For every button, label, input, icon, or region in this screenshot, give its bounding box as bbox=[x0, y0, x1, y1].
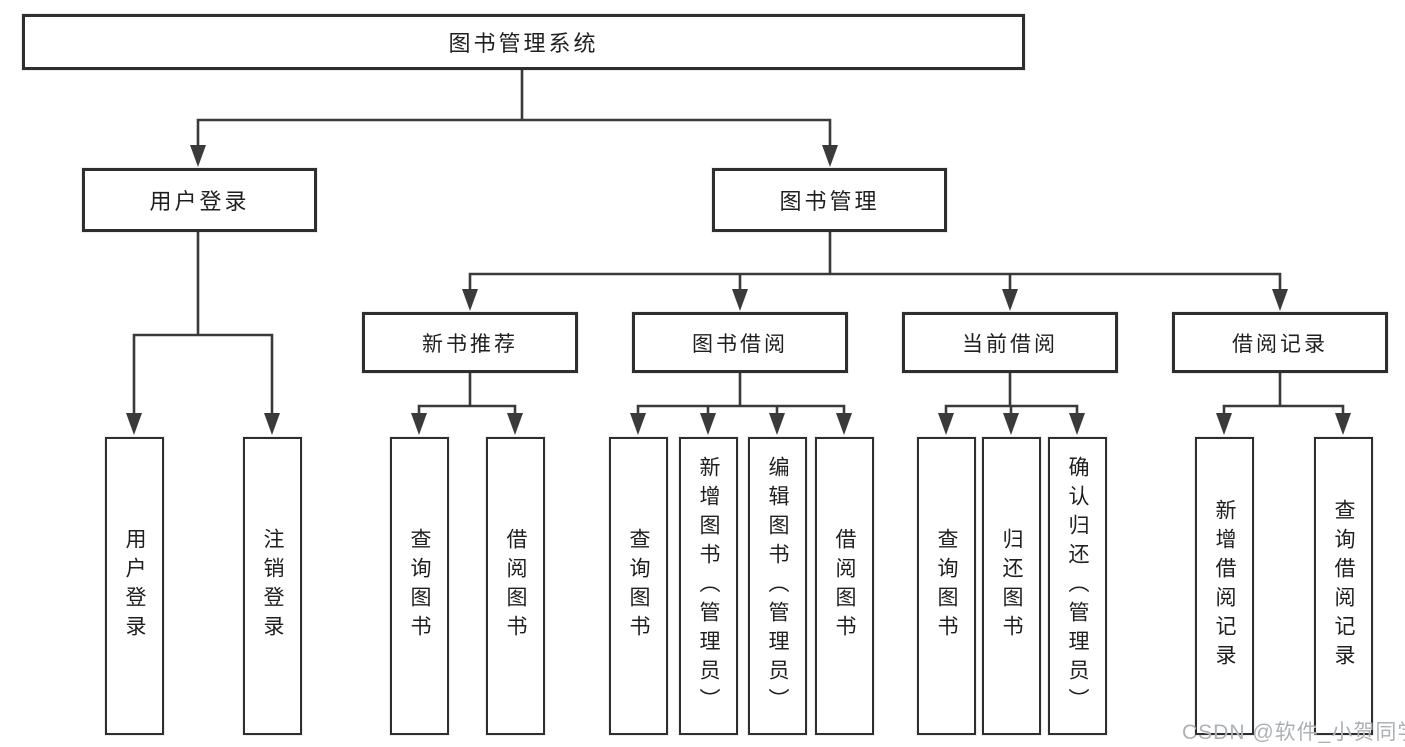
leaf-query-borrow-record: 查询借阅记录 bbox=[1314, 437, 1373, 735]
leaf-logout: 注销登录 bbox=[243, 437, 302, 735]
leaf-query-books-borrow: 查询图书 bbox=[609, 437, 668, 735]
leaf-add-borrow-record: 新增借阅记录 bbox=[1195, 437, 1254, 735]
connector-current-borrow bbox=[944, 371, 1079, 431]
node-current-borrow: 当前借阅 bbox=[902, 312, 1118, 373]
connector-book-borrow bbox=[636, 371, 846, 431]
leaf-edit-book-admin: 编辑图书（管理员） bbox=[748, 437, 807, 735]
connector-new-book-recommend bbox=[417, 371, 517, 431]
leaf-add-book-admin: 新增图书（管理员） bbox=[679, 437, 738, 735]
leaf-borrow-books-recommend: 借阅图书 bbox=[486, 437, 545, 735]
leaf-user-login: 用户登录 bbox=[105, 437, 164, 735]
leaf-return-book: 归还图书 bbox=[982, 437, 1041, 735]
connector-borrow-records bbox=[1222, 371, 1345, 431]
connector-user-login bbox=[132, 230, 274, 431]
node-root: 图书管理系统 bbox=[22, 14, 1025, 70]
csdn-watermark: CSDN @软件_小贺同学 bbox=[1182, 721, 1405, 744]
node-user-login: 用户登录 bbox=[82, 168, 317, 232]
node-new-book-recommend: 新书推荐 bbox=[362, 312, 578, 373]
connector-root bbox=[196, 66, 832, 163]
node-book-borrow: 图书借阅 bbox=[632, 312, 848, 373]
connector-book-management bbox=[468, 230, 1282, 307]
leaf-confirm-return-admin: 确认归还（管理员） bbox=[1048, 437, 1107, 735]
node-borrow-records: 借阅记录 bbox=[1172, 312, 1388, 373]
leaf-query-books-current: 查询图书 bbox=[917, 437, 976, 735]
leaf-borrow-books: 借阅图书 bbox=[815, 437, 874, 735]
leaf-query-books-recommend: 查询图书 bbox=[390, 437, 449, 735]
node-book-management: 图书管理 bbox=[712, 168, 947, 232]
